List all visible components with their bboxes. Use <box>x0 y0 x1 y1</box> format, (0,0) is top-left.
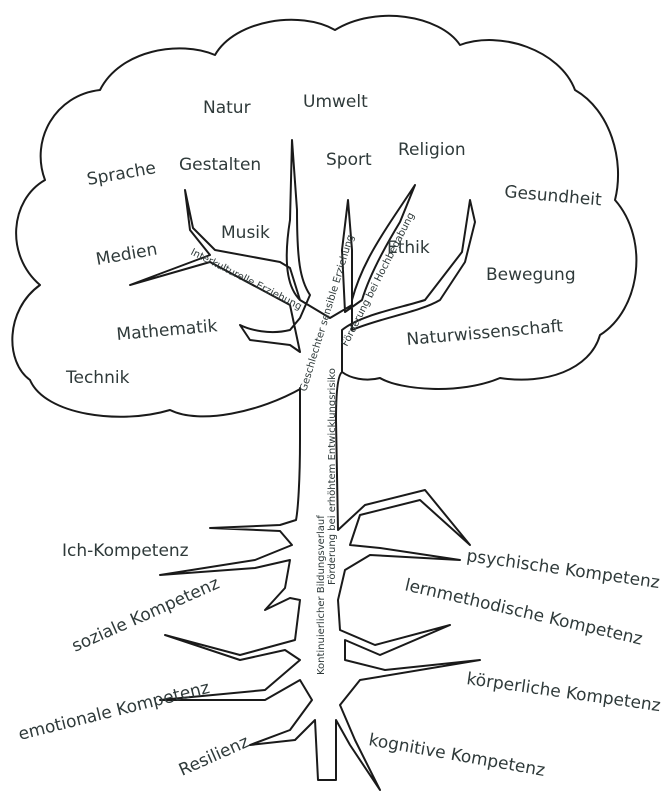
root-label-emotional: emotionale Kompetenz <box>16 678 211 745</box>
label-ethik: Ethik <box>387 238 430 258</box>
label-musik: Musik <box>221 223 270 243</box>
root-label-psychisch: psychische Kompetenz <box>465 546 661 593</box>
label-technik: Technik <box>65 368 130 388</box>
label-natur: Natur <box>203 98 251 118</box>
label-bewegung: Bewegung <box>486 265 576 285</box>
label-religion: Religion <box>398 140 466 160</box>
label-medien: Medien <box>94 239 158 269</box>
label-sprache: Sprache <box>85 158 157 190</box>
root-label-koerperlich: körperliche Kompetenz <box>465 669 662 716</box>
label-naturwissenschaft: Naturwissenschaft <box>406 316 564 350</box>
label-sport: Sport <box>326 150 372 170</box>
root-label-kognitiv: kognitive Kompetenz <box>367 730 546 781</box>
label-umwelt: Umwelt <box>303 92 368 112</box>
root-label-ich: Ich-Kompetenz <box>62 541 189 561</box>
label-gestalten: Gestalten <box>179 155 261 175</box>
tree-trunk <box>129 139 481 791</box>
trunk-label-entwicklungsrisiko: Förderung bei erhöhtem Entwicklungsrisik… <box>327 368 338 585</box>
label-gesundheit: Gesundheit <box>504 182 603 210</box>
label-mathematik: Mathematik <box>116 316 219 345</box>
root-label-lernmethodisch: lernmethodische Kompetenz <box>403 575 645 649</box>
trunk-label-bildungsverlauf: Kontinuierlicher Bildungsverlauf <box>316 515 327 675</box>
tree-crown-outline <box>11 14 638 418</box>
root-label-resilienz: Resilienz <box>176 732 252 781</box>
